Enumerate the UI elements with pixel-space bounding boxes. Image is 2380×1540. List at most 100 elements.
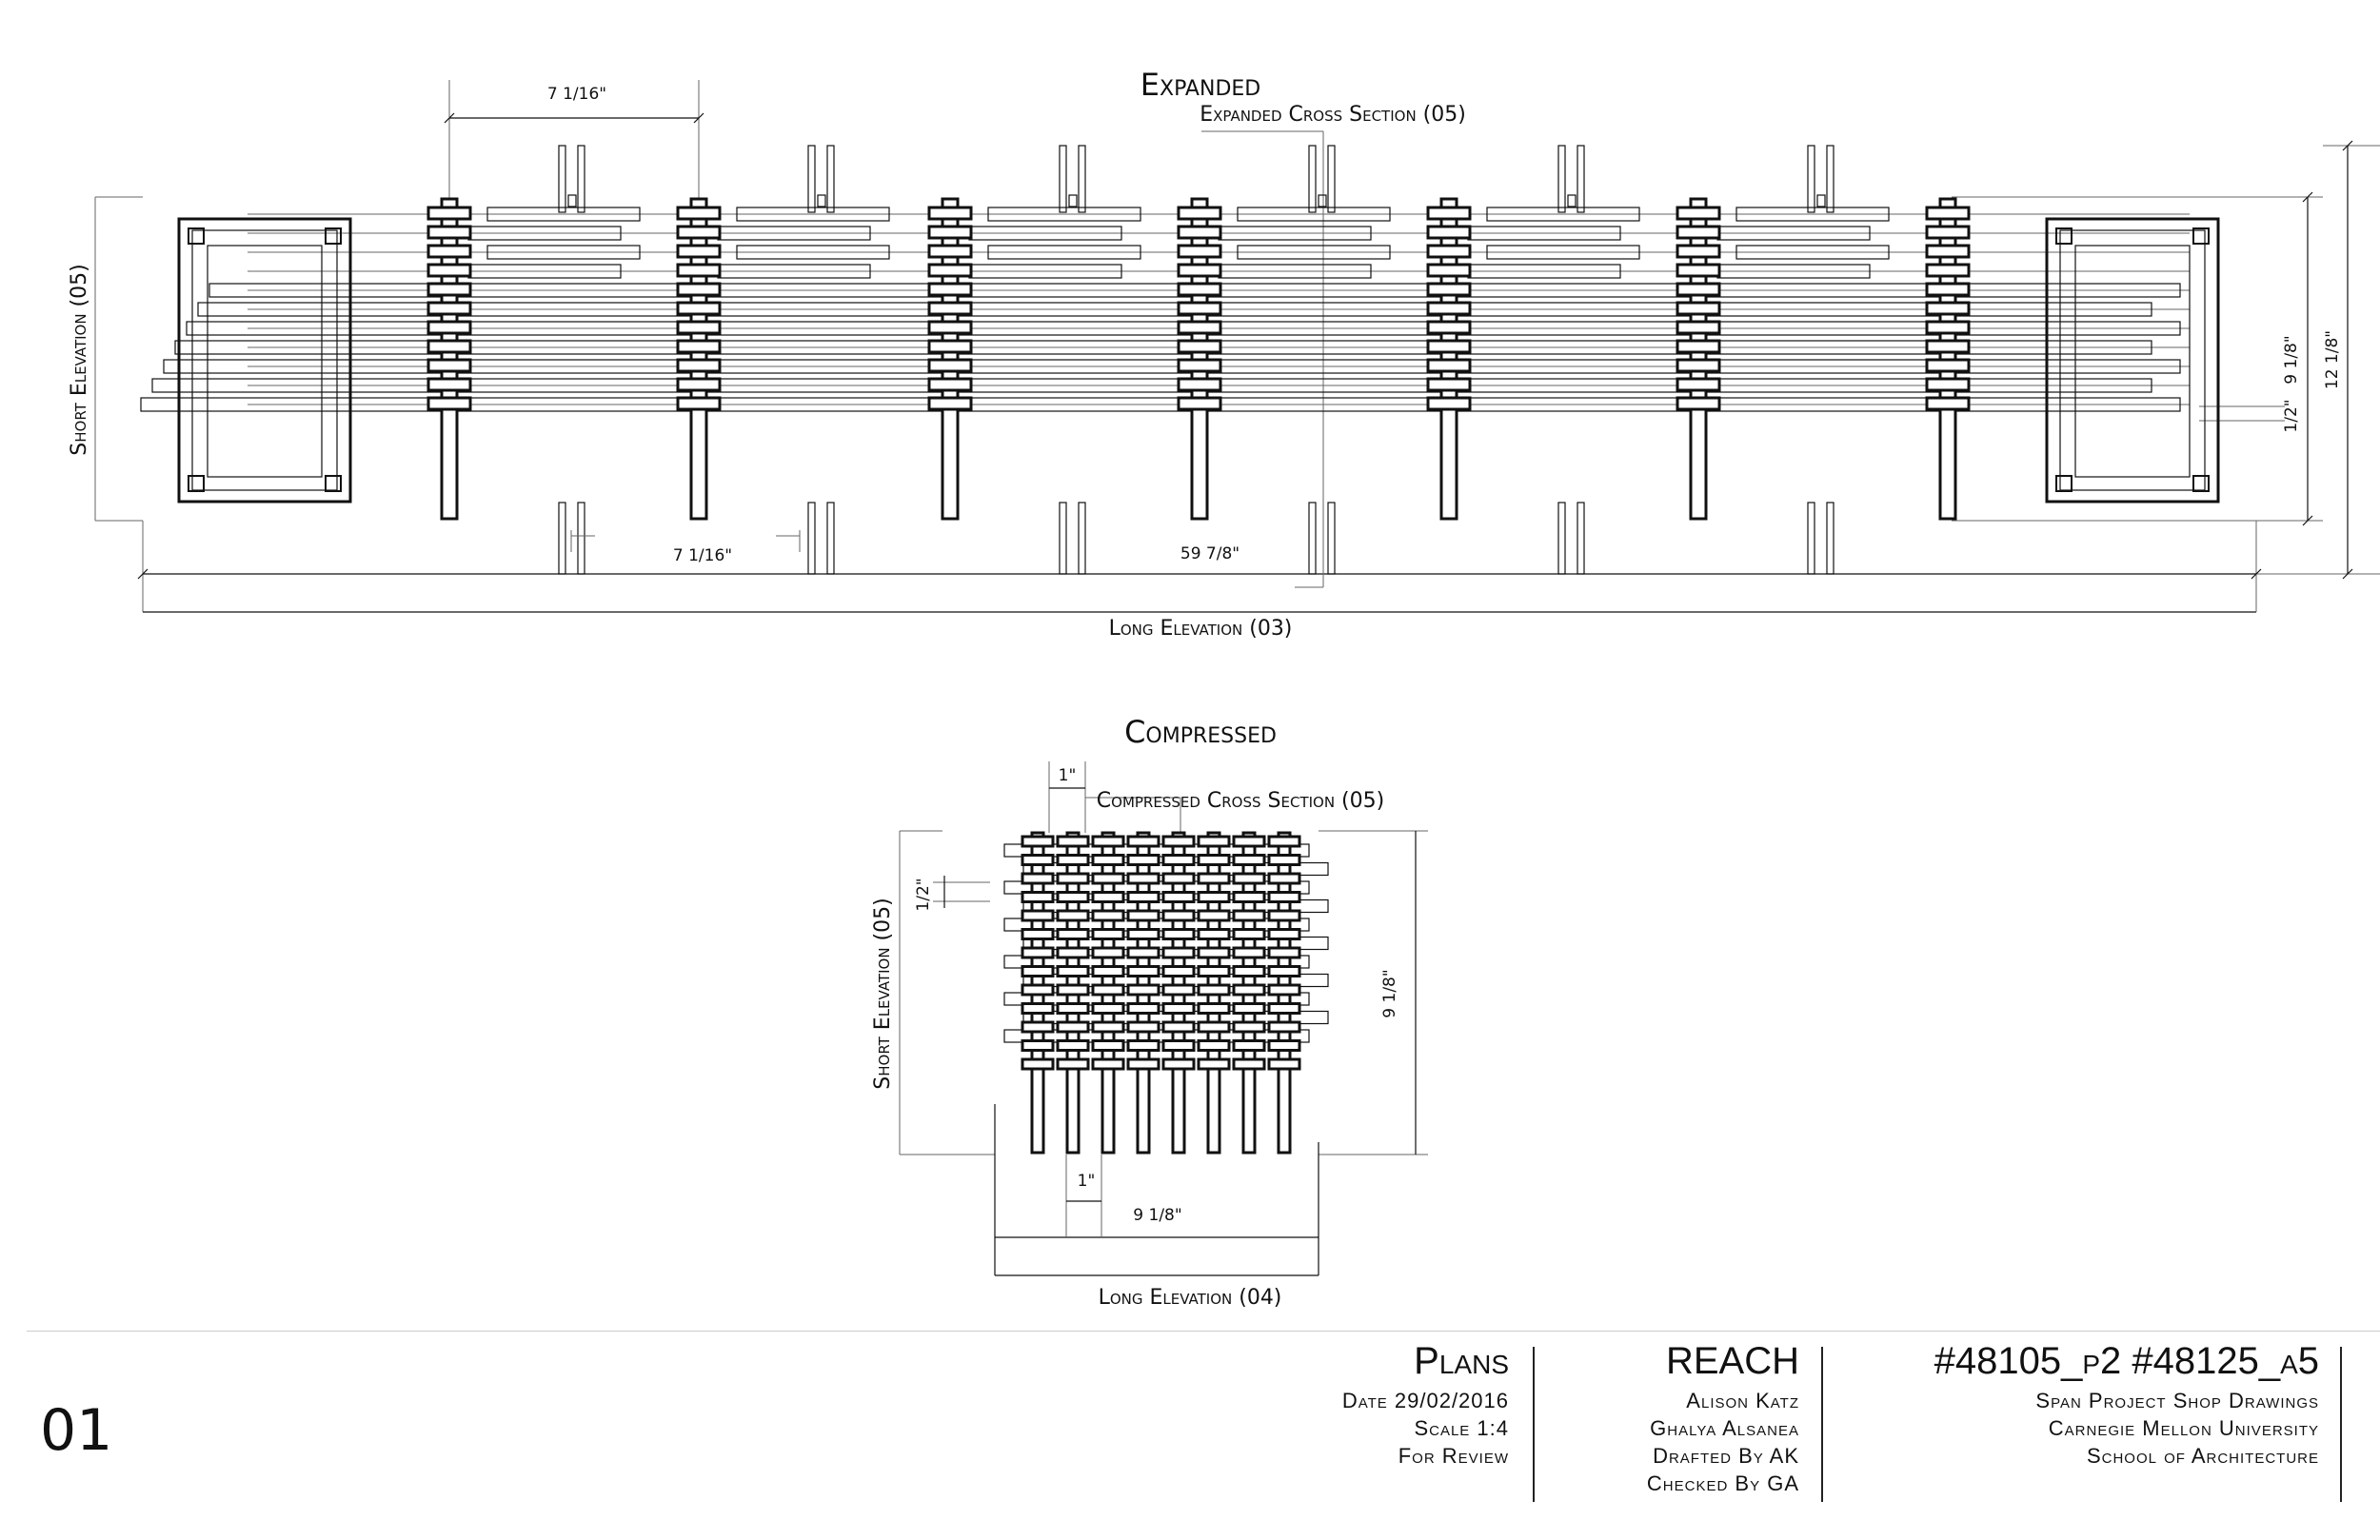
post-rung xyxy=(1426,320,1472,335)
hanger-bar xyxy=(1807,145,1815,213)
compressed-rung xyxy=(1056,872,1090,885)
post-rung xyxy=(1426,396,1472,411)
author-2: Ghalya Alsanea xyxy=(1650,1416,1799,1440)
compressed-rung xyxy=(1197,1057,1231,1071)
post-rung xyxy=(1177,358,1222,373)
compressed-rung xyxy=(1267,835,1301,848)
compressed-rung xyxy=(1126,1057,1160,1071)
compressed-rung xyxy=(1161,1002,1196,1015)
post-rung xyxy=(1925,244,1971,259)
compressed-rung xyxy=(1126,835,1160,848)
post-rung xyxy=(927,358,973,373)
post-rung xyxy=(676,320,722,335)
dim-bottom-width: 7 1/16" xyxy=(673,546,732,565)
post-rung xyxy=(426,377,472,392)
compressed-rung xyxy=(1056,891,1090,903)
compressed-rung xyxy=(1267,983,1301,997)
title-block-divider xyxy=(1533,1347,1535,1502)
end-frame xyxy=(2045,217,2220,503)
hanger-tab xyxy=(1318,194,1327,207)
compressed-rung xyxy=(1126,909,1160,922)
compressed-rung xyxy=(1232,835,1266,848)
compressed-rung xyxy=(1267,872,1301,885)
post-rung xyxy=(927,339,973,354)
compressed-rung xyxy=(1021,928,1055,940)
compressed-rung xyxy=(1126,965,1160,977)
post-rung xyxy=(676,377,722,392)
post-rung xyxy=(927,282,973,297)
end-frame-inner xyxy=(2059,229,2206,491)
dimension-tick xyxy=(2342,140,2353,151)
author-1: Alison Katz xyxy=(1686,1389,1799,1412)
compressed-rung xyxy=(1091,1057,1125,1071)
post-rung xyxy=(1426,282,1472,297)
short-slat xyxy=(1486,207,1640,222)
compressed-rung xyxy=(1161,835,1196,848)
post-rung xyxy=(426,244,472,259)
end-bracket xyxy=(188,475,205,492)
post-rung xyxy=(676,358,722,373)
post-rung xyxy=(1177,282,1222,297)
checked-by: Checked By GA xyxy=(1646,1471,1799,1495)
short-slat xyxy=(1735,207,1890,222)
hanger-tab xyxy=(1567,194,1577,207)
hanger-bar xyxy=(1807,502,1815,575)
long-slat xyxy=(163,359,2181,374)
hanger-bar xyxy=(1577,502,1585,575)
post-rung xyxy=(1676,263,1721,278)
post-rung xyxy=(676,282,722,297)
post-rung xyxy=(1676,339,1721,354)
post-rung xyxy=(1676,320,1721,335)
compressed-rung xyxy=(1091,835,1125,848)
compressed-rung xyxy=(1232,1020,1266,1034)
hanger-tab xyxy=(567,194,577,207)
compressed-rung xyxy=(1161,909,1196,922)
compressed-rung xyxy=(1161,1057,1196,1071)
post-rung xyxy=(1676,225,1721,240)
compressed-rung xyxy=(1021,891,1055,903)
short-slat xyxy=(486,207,641,222)
dim-height-outer: 12 1/8" xyxy=(2323,330,2342,389)
post-rung xyxy=(1177,206,1222,221)
hanger-bar xyxy=(1308,502,1317,575)
compressed-rung xyxy=(1091,946,1125,959)
short-slat xyxy=(486,245,641,260)
post-rung xyxy=(1925,320,1971,335)
compressed-rung xyxy=(1021,854,1055,866)
end-frame xyxy=(177,217,352,503)
compressed-rung xyxy=(1126,983,1160,997)
hanger-bar xyxy=(1308,145,1317,213)
compressed-rung xyxy=(1091,872,1125,885)
school-line: School of Architecture xyxy=(2086,1444,2319,1468)
post-rung xyxy=(1177,396,1222,411)
project-name: REACH xyxy=(1665,1340,1799,1382)
end-bracket xyxy=(325,475,342,492)
post-rung xyxy=(927,377,973,392)
hanger-tab xyxy=(817,194,826,207)
compressed-rung xyxy=(1021,909,1055,922)
compressed-rung xyxy=(1232,854,1266,866)
hanger-bar xyxy=(577,145,585,213)
cdim-top: 1" xyxy=(1059,766,1077,785)
compressed-rung xyxy=(1126,946,1160,959)
post-rung xyxy=(1426,225,1472,240)
post-rung xyxy=(927,320,973,335)
hanger-bar xyxy=(826,145,835,213)
post-rung xyxy=(1676,301,1721,316)
compressed-rung xyxy=(1056,854,1090,866)
end-bracket xyxy=(2192,475,2210,492)
compressed-rung xyxy=(1267,928,1301,940)
compressed-cross-section-label: Compressed Cross Section (05) xyxy=(1097,789,1384,813)
post-rung xyxy=(1177,244,1222,259)
hanger-bar xyxy=(558,502,566,575)
hanger-bar xyxy=(1327,145,1336,213)
dim-height-inner: 9 1/8" xyxy=(2282,335,2301,384)
hanger-bar xyxy=(1078,502,1086,575)
dimension-tick xyxy=(2302,191,2313,203)
post-rung xyxy=(426,320,472,335)
hanger-bar xyxy=(1059,145,1067,213)
compressed-rung xyxy=(1021,1002,1055,1015)
compressed-rung xyxy=(1091,983,1125,997)
cdim-gap: 1/2" xyxy=(914,878,933,911)
post-rung xyxy=(1426,301,1472,316)
